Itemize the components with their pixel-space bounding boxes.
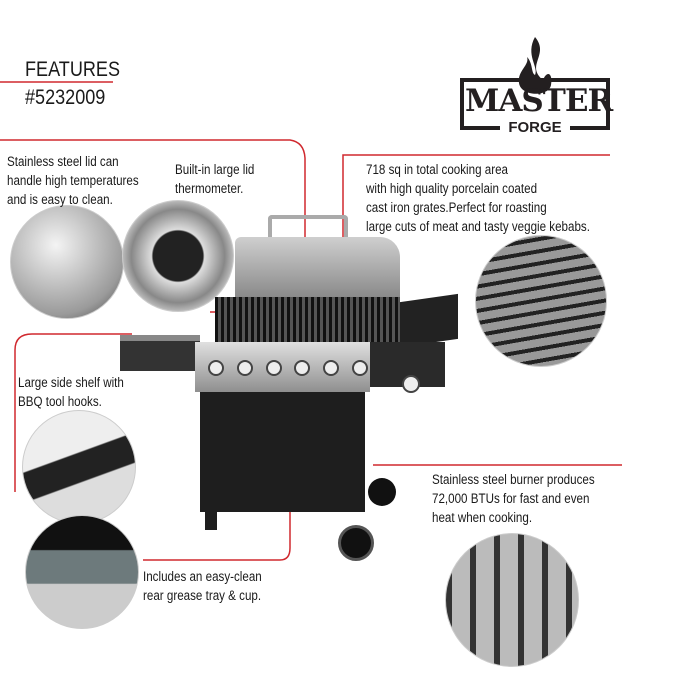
feature-grease-tray-text: Includes an easy-clean rear grease tray …	[143, 569, 262, 603]
logo-text-forge: FORGE	[500, 119, 570, 136]
feature-cooking-area-text: 718 sq in total cooking area with high q…	[366, 162, 590, 234]
feature-thermometer-text: Built-in large lid thermometer.	[175, 162, 255, 196]
knob-icon	[323, 360, 340, 376]
logo-text-master: MASTER	[465, 83, 613, 119]
side-shelf	[120, 335, 200, 371]
side-shelf-detail-image	[22, 410, 136, 524]
knob-icon	[351, 360, 368, 376]
grease-tray-detail-image	[25, 515, 139, 629]
knob-icon	[402, 375, 420, 393]
grill-wheel	[368, 478, 396, 506]
grill-leg	[205, 505, 217, 530]
feature-side-shelf-text: Large side shelf with BBQ tool hooks.	[18, 375, 124, 409]
control-panel	[195, 342, 370, 392]
grill-grates	[215, 297, 400, 345]
burner-knobs	[208, 360, 368, 376]
knob-icon	[208, 360, 224, 376]
knob-icon	[294, 360, 311, 376]
grate-detail-image	[475, 235, 607, 367]
grill-wheel	[338, 525, 374, 561]
features-heading: FEATURES	[25, 58, 121, 81]
burner-detail-image	[445, 533, 579, 667]
lid-handle	[268, 215, 348, 243]
knob-icon	[236, 360, 253, 376]
item-number: #5232009	[25, 86, 106, 109]
lid-detail-image	[10, 205, 124, 319]
knob-icon	[265, 360, 282, 376]
feature-burner-text: Stainless steel burner produces 72,000 B…	[432, 472, 595, 525]
thermometer-detail-image	[122, 200, 234, 312]
side-burner-lid	[400, 293, 458, 348]
feature-lid-text: Stainless steel lid can handle high temp…	[7, 154, 139, 207]
grill-cart	[200, 392, 365, 512]
master-forge-logo: MASTER FORGE	[455, 35, 615, 137]
grill-lid	[235, 237, 400, 297]
